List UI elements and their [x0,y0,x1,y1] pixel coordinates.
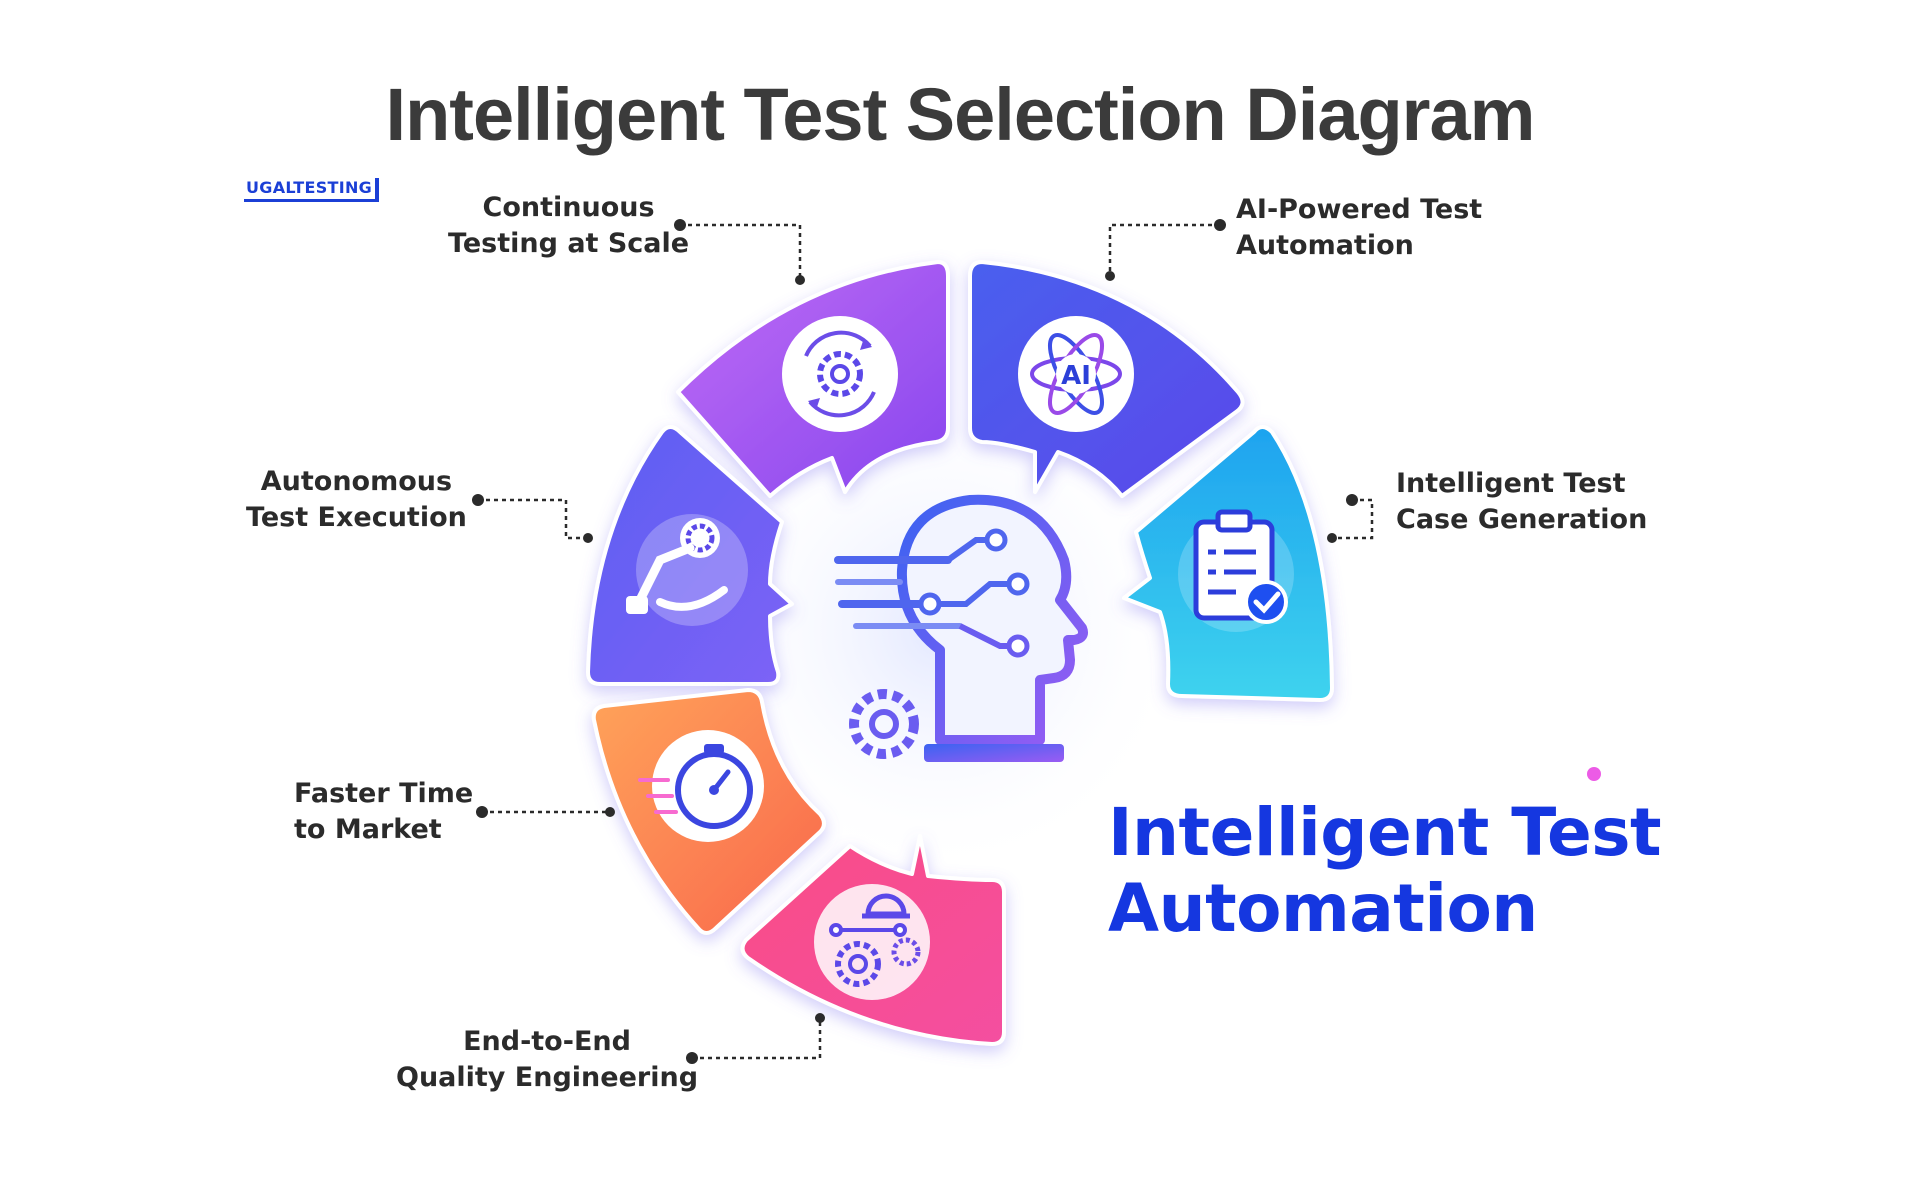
ai-head-icon [834,494,1088,762]
gear-cycle-icon [782,316,898,432]
callout-continuous-testing-line2: Testing at Scale [448,228,690,259]
callout-end-to-end-line2: Quality Engineering [396,1062,699,1093]
connector-end-to-end [692,1018,822,1060]
callout-ai-powered-line1: AI-Powered Test [1236,194,1483,225]
callout-faster-time-line2: to Market [294,814,442,845]
headline-accent-dot [1587,767,1601,781]
callout-continuous-testing-line1: Continuous [482,192,655,223]
connector-lines [478,223,1374,1060]
callout-autonomous-execution: Autonomous Test Execution [246,464,467,536]
callout-intelligent-generation-line1: Intelligent Test [1396,468,1626,499]
ai-atom-icon: AI [1018,316,1134,432]
callout-intelligent-generation-line2: Case Generation [1396,504,1648,535]
callout-intelligent-generation: Intelligent Test Case Generation [1396,466,1647,538]
callout-autonomous-execution-line2: Test Execution [246,502,467,533]
connector-ai-powered [1108,223,1220,276]
segment-autonomous-execution [586,425,794,686]
headline-line2: Automation [1108,870,1538,947]
stopwatch-icon [638,730,764,842]
callout-continuous-testing: Continuous Testing at Scale [448,190,689,262]
connector-intelligent-generation [1332,498,1374,540]
connector-dots [472,219,1358,1064]
brand-logo: UGALTESTING [244,178,380,202]
headline: Intelligent Test Automation [1108,794,1662,947]
callout-autonomous-execution-line1: Autonomous [260,466,453,497]
callout-end-to-end: End-to-End Quality Engineering [396,1024,698,1096]
callout-ai-powered-line2: Automation [1236,230,1414,261]
ai-badge-text: AI [1061,361,1091,391]
callout-faster-time-line1: Faster Time [294,778,474,809]
headline-line1: Intelligent Test [1108,794,1662,871]
page-title: Intelligent Test Selection Diagram [385,73,1536,156]
callout-faster-time: Faster Time to Market [294,776,473,848]
robot-arm-icon [626,514,748,626]
connector-continuous-testing [680,223,802,280]
clipboard-check-icon [1178,509,1294,632]
callout-ai-powered: AI-Powered Test Automation [1236,192,1482,264]
connector-autonomous-execution [478,498,588,540]
callout-end-to-end-line1: End-to-End [463,1026,631,1057]
engineering-gears-icon [814,884,930,1000]
